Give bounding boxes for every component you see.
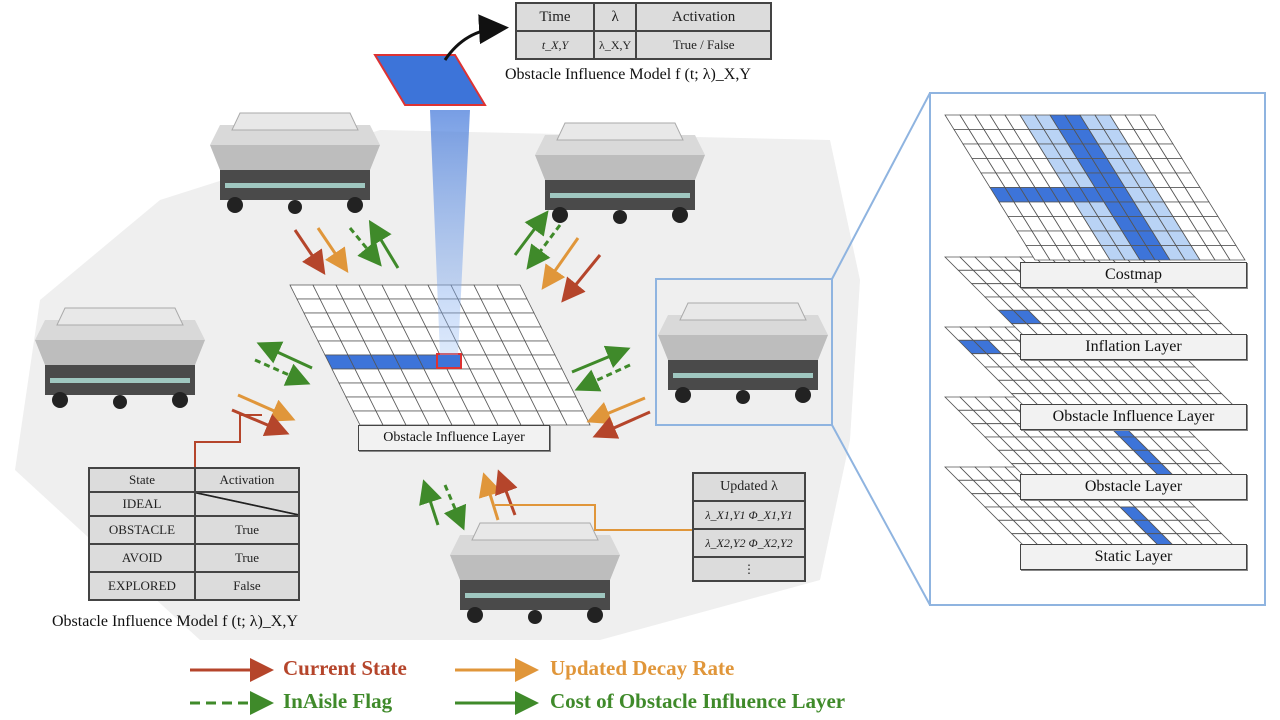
header-activation: Activation — [194, 467, 300, 493]
center-layer-label: Obstacle Influence Layer — [358, 425, 550, 451]
arrows — [194, 210, 692, 531]
activation-cell-empty — [194, 491, 300, 517]
state-cell: OBSTACLE — [88, 515, 196, 545]
lambda-header: Updated λ — [692, 472, 806, 502]
state-cell: AVOID — [88, 543, 196, 573]
selected-cell — [436, 353, 462, 369]
cell-activation: True / False — [635, 30, 773, 60]
robot-top-left — [209, 112, 381, 215]
state-cell: EXPLORED — [88, 571, 196, 601]
legend-arrows — [190, 658, 539, 715]
layer-label-obstacle: Obstacle Layer — [1020, 474, 1247, 500]
top-table-caption: Obstacle Influence Model f (t; λ)_X,Y — [505, 66, 751, 83]
selected-cell-icon — [373, 54, 487, 106]
activation-cell: False — [194, 571, 300, 601]
grid-cell — [559, 410, 591, 426]
header-state: State — [88, 467, 196, 493]
activation-cell: True — [194, 515, 300, 545]
legend-updated-decay-rate: Updated Decay Rate — [550, 656, 735, 680]
lambda-row: λ_X2,Y2 Φ_X2,Y2 — [692, 528, 806, 558]
layer-label-obstacle-influence: Obstacle Influence Layer — [1020, 404, 1247, 430]
cell-time: t_X,Y — [515, 30, 595, 60]
projection-beam — [430, 110, 470, 355]
layer-label-static: Static Layer — [1020, 544, 1247, 570]
layer-label-costmap: Costmap — [1020, 262, 1247, 288]
robot-right — [657, 302, 829, 405]
legend-inaisle-flag: InAisle Flag — [283, 689, 393, 713]
lookup-arrow — [443, 14, 509, 61]
robot-bottom — [449, 522, 621, 625]
header-lambda: λ — [592, 2, 638, 32]
layer-label-inflation: Inflation Layer — [1020, 334, 1247, 360]
robot-left — [34, 307, 206, 410]
grid-cell — [1220, 245, 1246, 261]
legend-cost-of-obstacle-influence-layer: Cost of Obstacle Influence Layer — [550, 689, 846, 713]
robot-top-right — [534, 122, 706, 225]
robot-focus-box — [655, 278, 833, 426]
lambda-row: λ_X1,Y1 Φ_X1,Y1 — [692, 500, 806, 530]
legend-current-state: Current State — [283, 656, 407, 680]
header-time: Time — [515, 2, 595, 32]
lambda-table: Updated λ λ_X1,Y1 Φ_X1,Y1 λ_X2,Y2 Φ_X2,Y… — [692, 472, 806, 582]
state-table-caption: Obstacle Influence Model f (t; λ)_X,Y — [52, 613, 298, 630]
cell-lambda: λ_X,Y — [592, 30, 638, 60]
activation-cell: True — [194, 543, 300, 573]
state-cell: IDEAL — [88, 491, 196, 517]
lambda-ellipsis: ⋮ — [692, 556, 806, 582]
header-activation: Activation — [635, 2, 773, 32]
